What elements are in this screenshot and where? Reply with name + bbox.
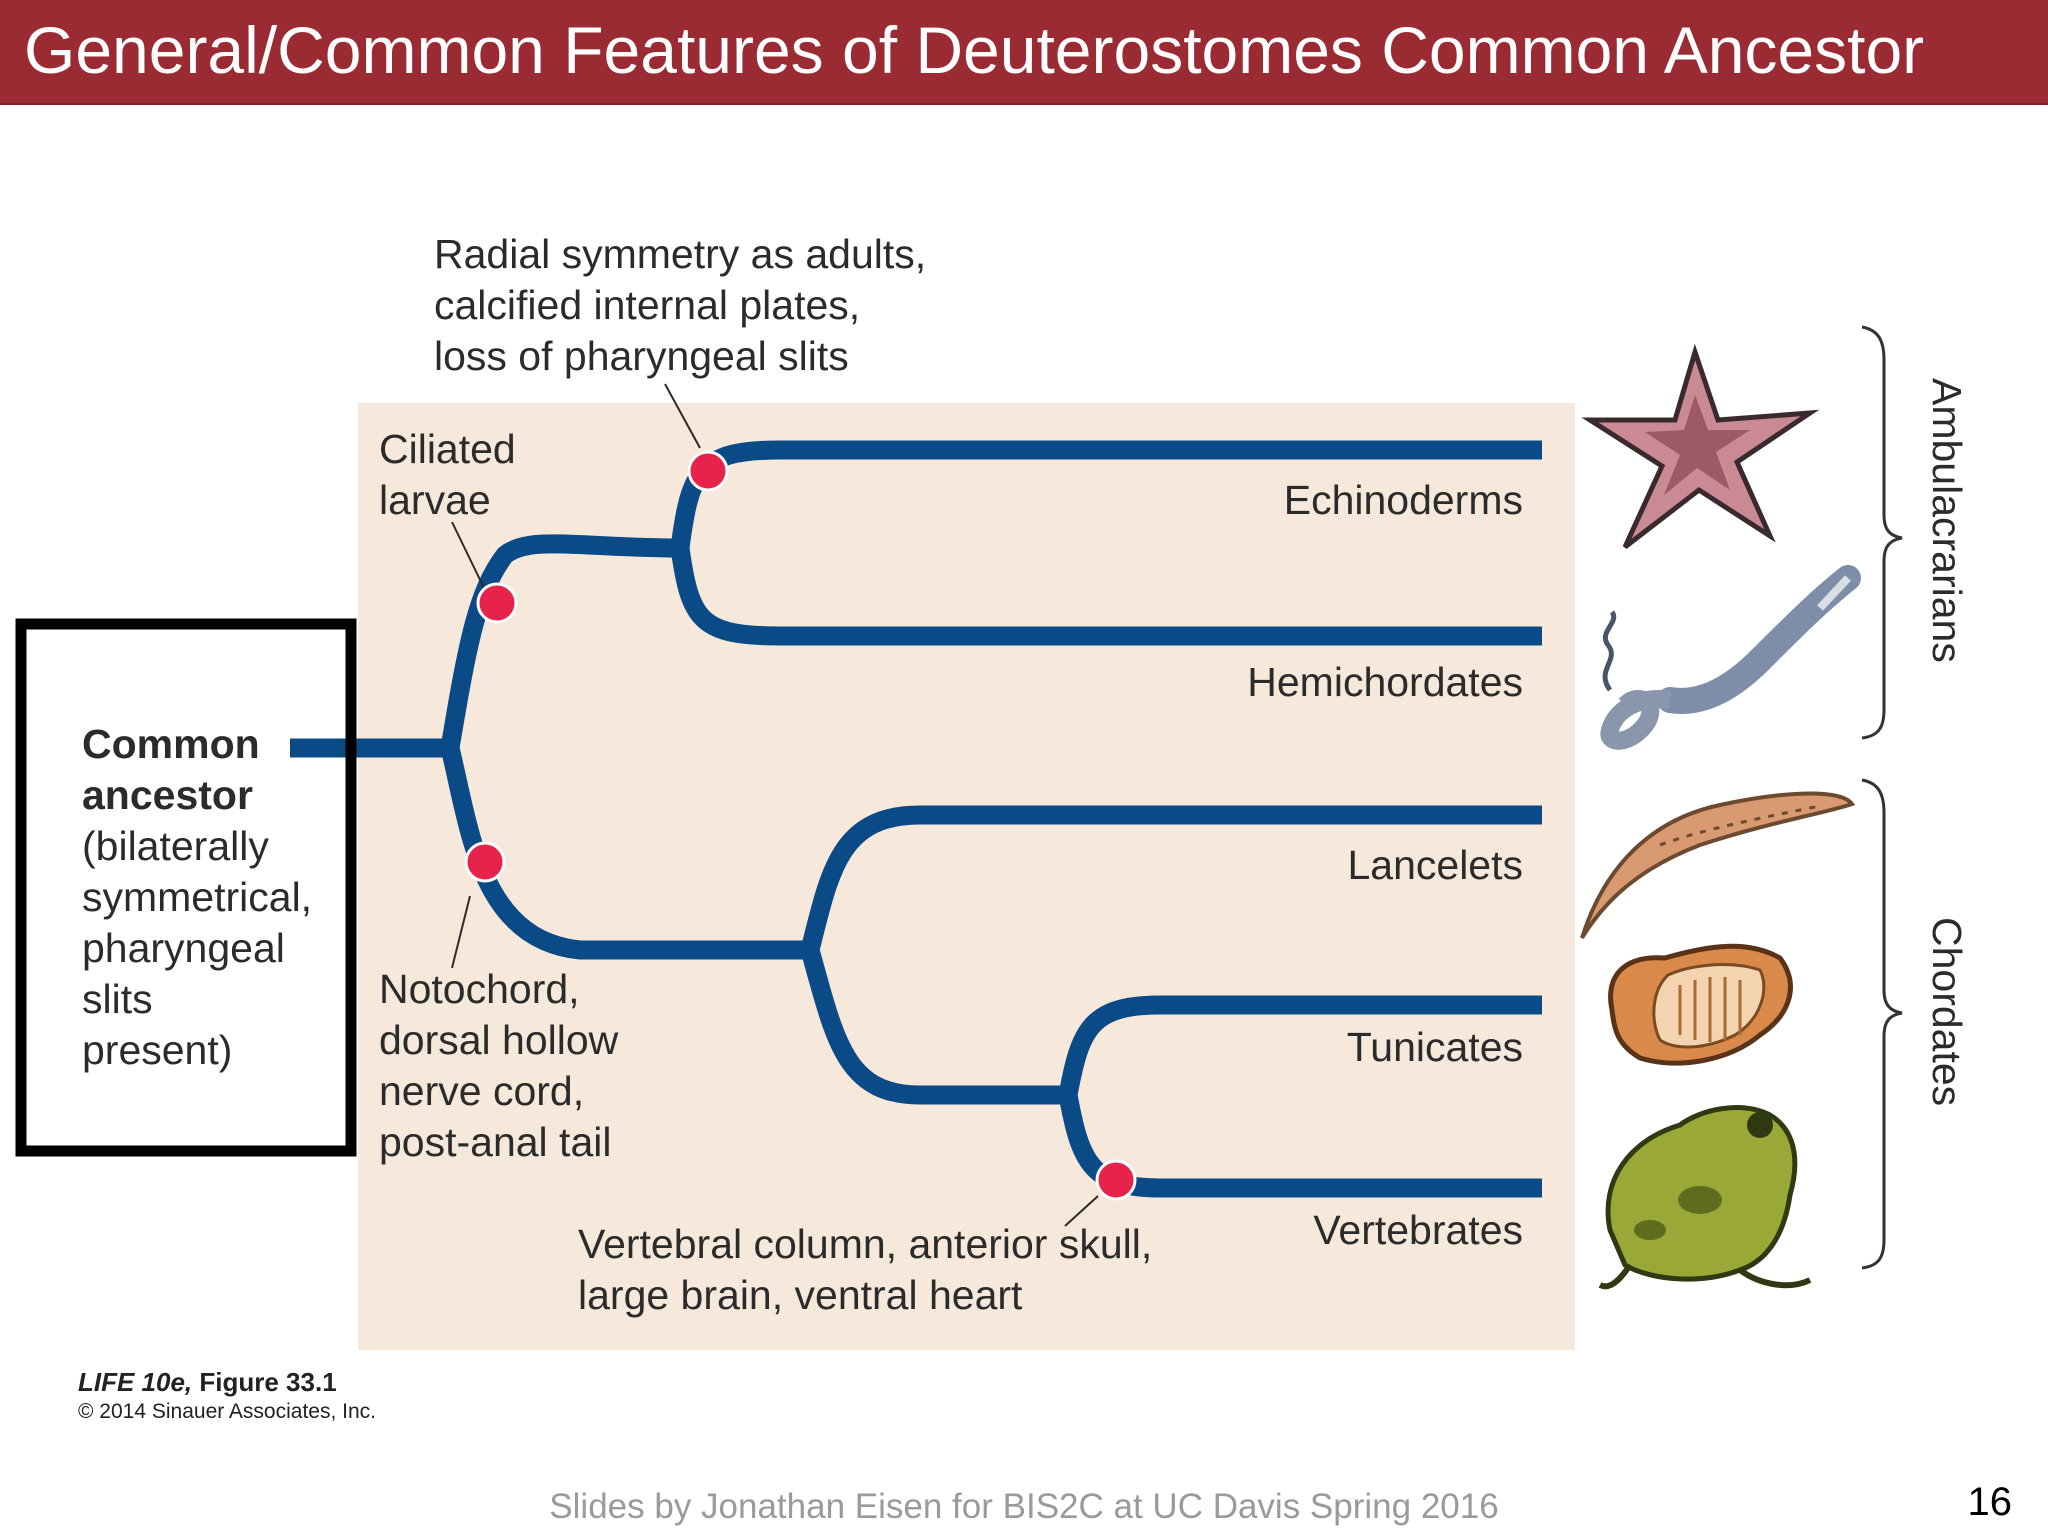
trait-ciliated-label: Ciliated larvae — [379, 426, 516, 523]
chordates-brace — [1861, 778, 1903, 1270]
svg-text:calcified internal plates,: calcified internal plates, — [434, 282, 860, 328]
page-number: 16 — [1967, 1480, 2013, 1524]
ancestor-line-1: Common — [82, 721, 260, 767]
ancestor-line-6: slits — [82, 976, 153, 1022]
vertebrate-branch — [1058, 1093, 1542, 1198]
lancelet-icon — [1580, 791, 1856, 940]
ancestor-line-3: (bilaterally — [82, 823, 269, 869]
ancestor-line-5: pharyngeal — [82, 925, 285, 971]
trait-vertebral-label: Vertebral column, anterior skull, large … — [578, 1221, 1152, 1318]
tunicate-icon — [1608, 943, 1793, 1066]
slide-title: General/Common Features of Deuterostomes… — [24, 13, 1925, 87]
svg-text:large brain, ventral heart: large brain, ventral heart — [578, 1272, 1023, 1318]
svg-text:Notochord,: Notochord, — [379, 966, 580, 1012]
ancestor-line-7: present) — [82, 1027, 232, 1073]
group-chordates: Chordates — [1924, 917, 1970, 1106]
node-vertebral-column — [1095, 1159, 1137, 1201]
taxon-hemichordates: Hemichordates — [1247, 659, 1523, 705]
svg-text:dorsal hollow: dorsal hollow — [379, 1017, 619, 1063]
frog-icon — [1598, 1105, 1812, 1290]
trait-radial-label: Radial symmetry as adults, calcified int… — [434, 231, 926, 379]
trait-nodes — [464, 450, 1137, 1201]
ancestor-highlight-box — [15, 618, 357, 1157]
slide-footer: Slides by Jonathan Eisen for BIS2C at UC… — [549, 1487, 1499, 1526]
group-ambulacrarians: Ambulacrarians — [1924, 378, 1970, 663]
ancestor-line-4: symmetrical, — [82, 874, 312, 920]
lancelet-branch — [800, 805, 1542, 953]
svg-text:Ciliated: Ciliated — [379, 426, 516, 472]
tunicate-branch — [1058, 995, 1542, 1097]
svg-text:nerve cord,: nerve cord, — [379, 1068, 584, 1114]
svg-text:Radial symmetry as adults,: Radial symmetry as adults, — [434, 231, 926, 277]
node-radial-symmetry — [687, 450, 729, 492]
hemichordate-branch — [670, 546, 1542, 646]
chordata-branch — [440, 745, 810, 960]
olfactores-branch — [800, 947, 1068, 1105]
ancestor-line-2: ancestor — [82, 772, 253, 818]
node-notochord — [464, 841, 506, 883]
ambulacrarians-brace — [1861, 325, 1903, 740]
svg-text:larvae: larvae — [379, 477, 491, 523]
figure-copyright: © 2014 Sinauer Associates, Inc. — [78, 1400, 376, 1423]
pointer-lines — [451, 383, 1099, 1227]
acorn-worm-icon — [1600, 565, 1861, 750]
taxon-vertebrates: Vertebrates — [1313, 1207, 1523, 1253]
taxon-lancelets: Lancelets — [1347, 842, 1523, 888]
ambulacraria-branch — [440, 534, 681, 750]
ancestor-label: Common ancestor (bilaterally symmetrical… — [82, 721, 312, 1073]
svg-text:loss of pharyngeal slits: loss of pharyngeal slits — [434, 333, 849, 379]
taxa-labels: Echinoderms Hemichordates Lancelets Tuni… — [1247, 477, 1523, 1253]
svg-text:post-anal tail: post-anal tail — [379, 1119, 611, 1165]
node-ciliated-larvae — [476, 582, 518, 624]
figure-credit: LIFE 10e, Figure 33.1 — [78, 1367, 337, 1397]
group-braces — [1861, 325, 1903, 1270]
svg-text:Vertebral column, anterior sku: Vertebral column, anterior skull, — [578, 1221, 1152, 1267]
trait-notochord-label: Notochord, dorsal hollow nerve cord, pos… — [379, 966, 619, 1165]
taxon-tunicates: Tunicates — [1347, 1024, 1523, 1070]
title-bar: General/Common Features of Deuterostomes… — [0, 0, 2048, 105]
taxon-echinoderms: Echinoderms — [1284, 477, 1523, 523]
starfish-icon — [1581, 343, 1820, 549]
